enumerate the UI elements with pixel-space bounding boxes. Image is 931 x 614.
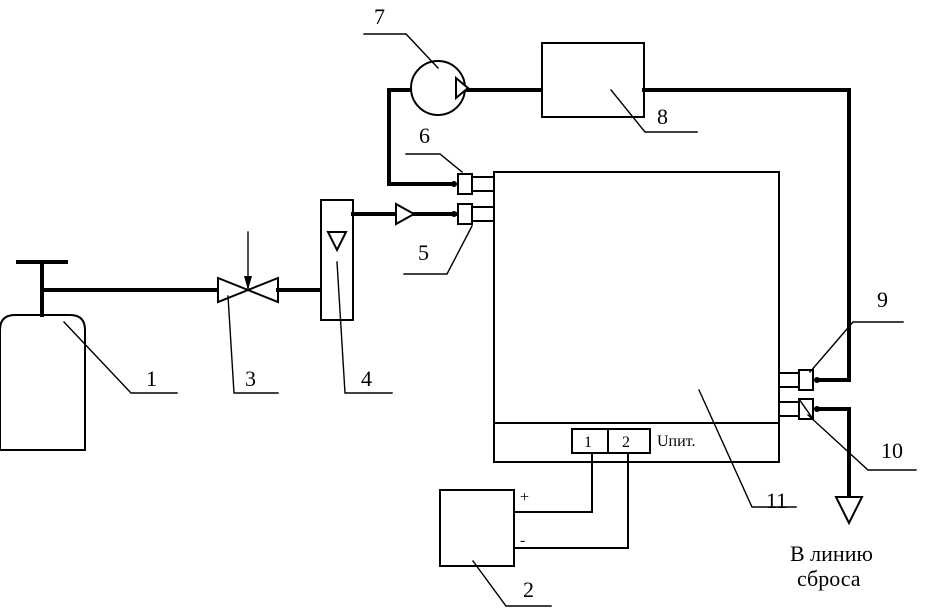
port-10 <box>778 398 820 420</box>
supply-voltage-label: Uпит. <box>657 433 695 450</box>
pump <box>410 60 470 116</box>
terminal-1-label: 1 <box>584 434 592 451</box>
port-9 <box>778 369 820 391</box>
main-device: 1 2 Uпит. <box>493 171 780 463</box>
label-3: 3 <box>245 366 256 391</box>
minus-sign: - <box>520 532 525 549</box>
wire-plus <box>513 452 593 513</box>
label-8: 8 <box>657 104 668 129</box>
block-8 <box>541 42 645 118</box>
plus-sign: + <box>520 489 529 506</box>
pipe-port10-discharge <box>815 407 851 499</box>
label-10: 10 <box>881 438 903 463</box>
leader-lines <box>63 33 917 607</box>
discharge-caption-line2: сброса <box>797 566 861 591</box>
label-4: 4 <box>361 366 372 391</box>
label-2: 2 <box>523 577 534 602</box>
terminal-2-label: 2 <box>622 434 630 451</box>
flow-direction-mark <box>395 202 417 226</box>
rotameter <box>320 199 354 321</box>
label-1: 1 <box>146 366 157 391</box>
pipe-block8-port9 <box>642 88 851 382</box>
label-7: 7 <box>374 4 385 29</box>
port-6 <box>451 173 495 195</box>
label-5: 5 <box>418 240 429 265</box>
valve <box>217 231 279 304</box>
discharge-arrow <box>834 496 864 526</box>
label-11: 11 <box>766 488 787 513</box>
power-supply <box>439 489 515 567</box>
wire-minus <box>513 452 629 549</box>
port-5 <box>451 203 495 225</box>
label-9: 9 <box>877 287 888 312</box>
label-6: 6 <box>419 123 430 148</box>
pipe-port6-pump <box>387 88 456 186</box>
discharge-caption-line1: В линию <box>790 541 873 566</box>
